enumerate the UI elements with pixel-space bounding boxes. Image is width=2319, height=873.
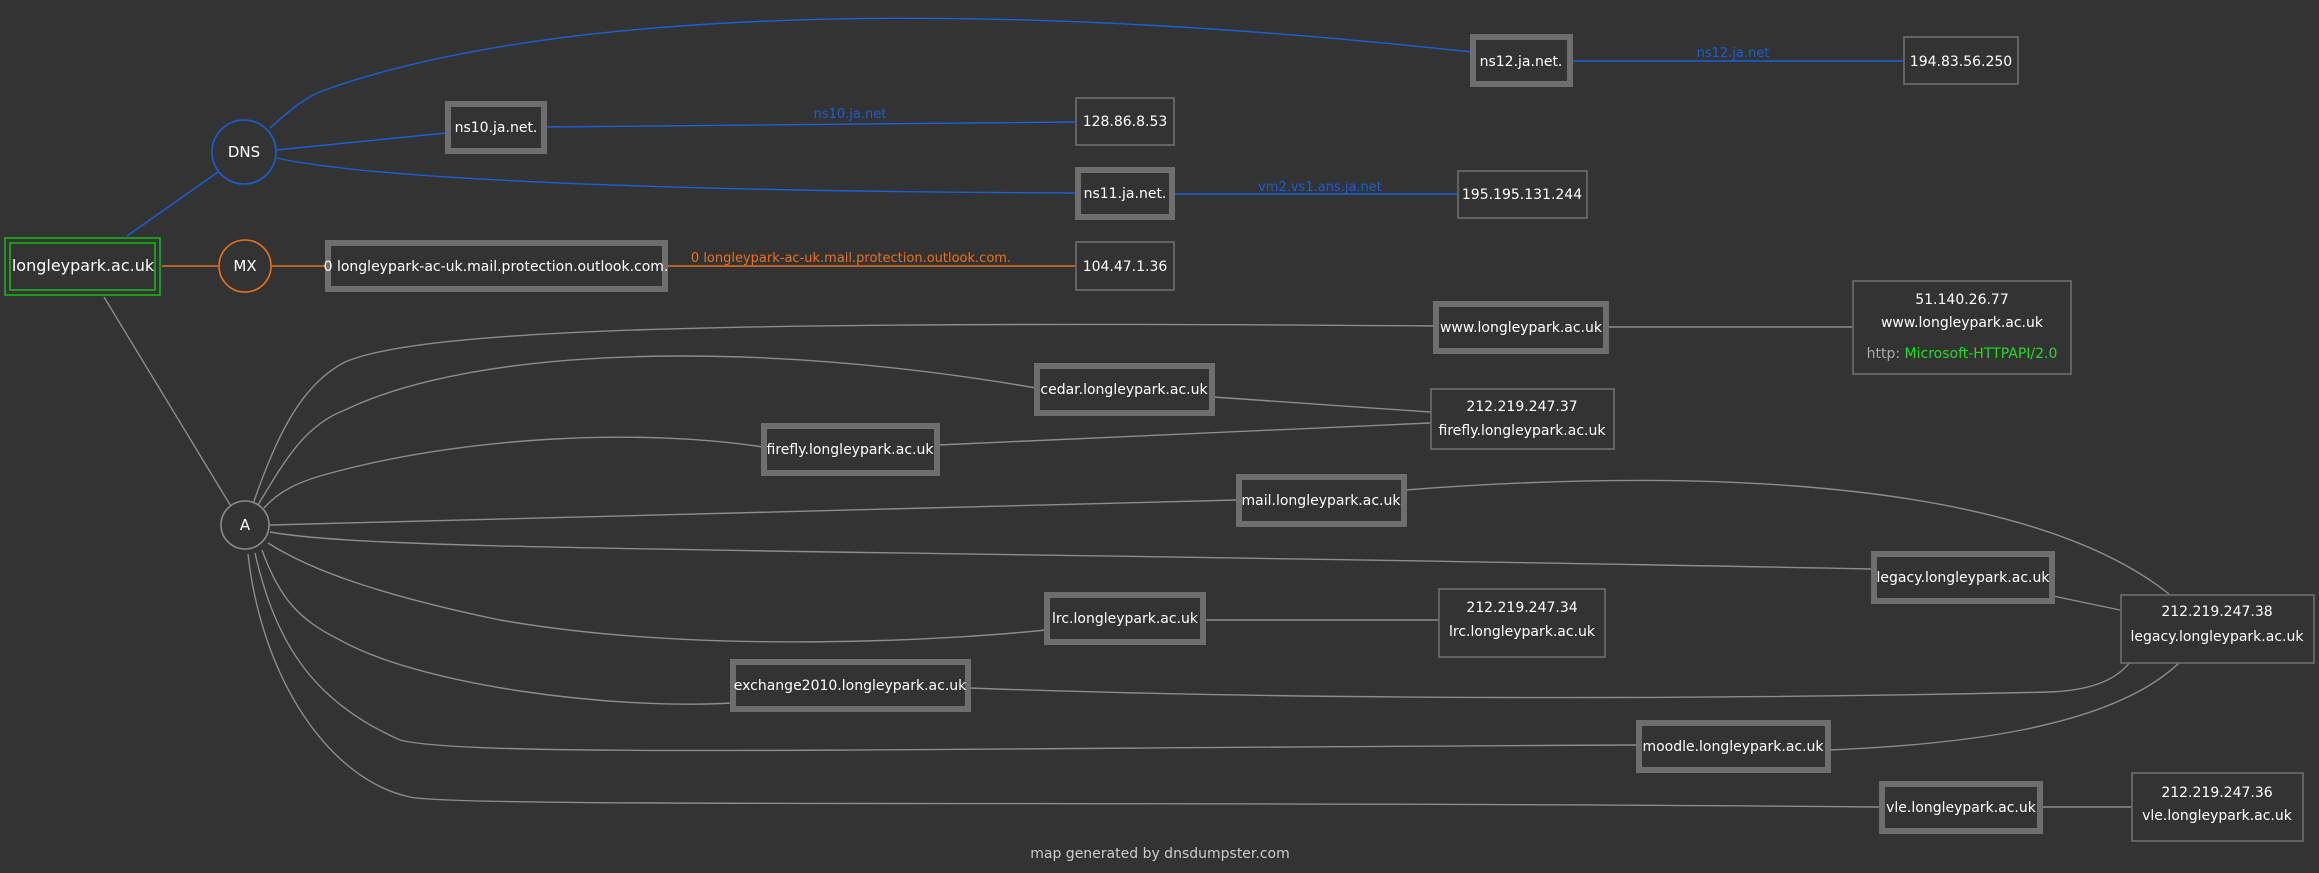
hub-mx-label: MX	[233, 257, 256, 275]
ip-ns12-label: 194.83.56.250	[1910, 54, 2012, 70]
ip-mx[interactable]: 104.47.1.36	[1075, 241, 1175, 291]
edge-root-dns	[126, 171, 219, 237]
footer-credit: map generated by dnsdumpster.com	[1030, 846, 1290, 862]
hub-a-label: A	[240, 516, 251, 534]
host-moodle-label: moodle.longleypark.ac.uk	[1642, 739, 1824, 755]
ip-ns11[interactable]: 195.195.131.244	[1457, 170, 1588, 219]
ip-ns11-label: 195.195.131.244	[1462, 187, 1582, 203]
edge-label-mx: 0 longleypark-ac-uk.mail.protection.outl…	[691, 251, 1011, 266]
host-ns12-label: ns12.ja.net.	[1480, 54, 1563, 70]
ip-box-firefly[interactable]: 212.219.247.37 firefly.longleypark.ac.uk	[1430, 388, 1615, 450]
host-www-label: www.longleypark.ac.uk	[1440, 320, 1603, 336]
edge-dns-ns11	[276, 157, 1077, 194]
hub-dns[interactable]: DNS	[211, 119, 277, 185]
edge-a-cedar	[257, 355, 1037, 506]
host-lrc-label: lrc.longleypark.ac.uk	[1052, 611, 1199, 627]
ip-box-lrc[interactable]: 212.219.247.34 lrc.longleypark.ac.uk	[1438, 588, 1606, 658]
edge-a-www	[252, 323, 1436, 505]
host-lrc[interactable]: lrc.longleypark.ac.uk	[1044, 592, 1206, 645]
hub-dns-label: DNS	[228, 143, 260, 161]
ip-box-firefly-name: firefly.longleypark.ac.uk	[1439, 423, 1607, 439]
hub-a[interactable]: A	[220, 500, 270, 550]
host-cedar-label: cedar.longleypark.ac.uk	[1040, 382, 1208, 398]
host-ns10-label: ns10.ja.net.	[455, 120, 538, 136]
ip-box-www-http: http: Microsoft-HTTPAPI/2.0	[1867, 346, 2058, 362]
host-ns11-label: ns11.ja.net.	[1084, 186, 1167, 202]
ip-box-legacy-ip: 212.219.247.38	[2161, 604, 2272, 620]
edge-root-a	[103, 296, 233, 509]
edge-a-exchange	[261, 549, 733, 705]
edge-dns-ns10	[275, 132, 447, 151]
ip-box-legacy-name: legacy.longleypark.ac.uk	[2131, 629, 2305, 645]
root-label: longleypark.ac.uk	[12, 256, 155, 275]
edge-label-ns12: ns12.ja.net	[1697, 46, 1770, 61]
edge-legacy-ip	[2052, 595, 2121, 611]
ip-box-www[interactable]: 51.140.26.77 www.longleypark.ac.uk http:…	[1852, 280, 2072, 375]
ip-ns10-label: 128.86.8.53	[1083, 114, 1168, 130]
ip-box-lrc-ip: 212.219.247.34	[1466, 600, 1577, 616]
host-vle[interactable]: vle.longleypark.ac.uk	[1879, 781, 2043, 834]
edge-a-mail	[269, 499, 1238, 526]
host-legacy[interactable]: legacy.longleypark.ac.uk	[1871, 551, 2055, 604]
edge-a-legacy	[269, 531, 1874, 570]
ip-ns12[interactable]: 194.83.56.250	[1903, 36, 2019, 85]
host-nodes: ns12.ja.net. ns10.ja.net. ns11.ja.net. 0…	[324, 34, 2055, 834]
host-ns12[interactable]: ns12.ja.net.	[1470, 34, 1573, 87]
host-mail[interactable]: mail.longleypark.ac.uk	[1236, 474, 1407, 527]
host-exchange2010-label: exchange2010.longleypark.ac.uk	[734, 678, 967, 694]
hub-mx[interactable]: MX	[218, 239, 272, 293]
host-mail-label: mail.longleypark.ac.uk	[1242, 493, 1402, 509]
edge-a-moodle	[254, 552, 1639, 752]
root-node[interactable]: longleypark.ac.uk	[4, 237, 161, 296]
host-firefly-label: firefly.longleypark.ac.uk	[767, 442, 935, 458]
host-legacy-label: legacy.longleypark.ac.uk	[1877, 570, 2051, 586]
edge-labels: ns12.ja.net ns10.ja.net vm2.vs1.ans.ja.n…	[691, 46, 1769, 266]
host-cedar[interactable]: cedar.longleypark.ac.uk	[1034, 363, 1215, 416]
ip-nodes: 194.83.56.250 128.86.8.53 195.195.131.24…	[1075, 36, 2315, 842]
host-ns11[interactable]: ns11.ja.net.	[1075, 167, 1175, 220]
ip-box-lrc-name: lrc.longleypark.ac.uk	[1449, 624, 1596, 640]
edge-exchange-ip	[968, 661, 2131, 699]
edge-a-lrc	[267, 542, 1047, 643]
ip-box-firefly-ip: 212.219.247.37	[1466, 399, 1577, 415]
edges	[103, 17, 2181, 808]
edge-ns10-ip	[545, 121, 1076, 128]
edge-a-vle	[247, 553, 1881, 808]
edge-firefly-ip	[937, 422, 1431, 446]
edge-mail-ip	[1404, 479, 2170, 595]
ip-box-vle-name: vle.longleypark.ac.uk	[2142, 808, 2293, 824]
edge-label-ns10: ns10.ja.net	[814, 107, 887, 122]
http-label: http:	[1867, 346, 1900, 362]
host-ns10[interactable]: ns10.ja.net.	[445, 101, 547, 154]
host-vle-label: vle.longleypark.ac.uk	[1886, 800, 2037, 816]
ip-box-vle[interactable]: 212.219.247.36 vle.longleypark.ac.uk	[2131, 772, 2304, 842]
http-server-value: Microsoft-HTTPAPI/2.0	[1905, 346, 2058, 362]
ip-mx-label: 104.47.1.36	[1083, 259, 1168, 275]
host-exchange2010[interactable]: exchange2010.longleypark.ac.uk	[730, 659, 971, 712]
ip-box-www-ip: 51.140.26.77	[1915, 292, 2009, 308]
edge-a-firefly	[263, 436, 764, 509]
host-mx[interactable]: 0 longleypark-ac-uk.mail.protection.outl…	[324, 240, 669, 292]
ip-ns10[interactable]: 128.86.8.53	[1075, 97, 1175, 146]
ip-box-www-name: www.longleypark.ac.uk	[1881, 315, 2044, 331]
edge-cedar-ip	[1212, 396, 1431, 413]
ip-box-legacy[interactable]: 212.219.247.38 legacy.longleypark.ac.uk	[2120, 594, 2315, 664]
host-moodle[interactable]: moodle.longleypark.ac.uk	[1636, 720, 1831, 773]
ip-box-vle-ip: 212.219.247.36	[2161, 785, 2272, 801]
host-firefly[interactable]: firefly.longleypark.ac.uk	[761, 423, 940, 476]
edge-moodle-ip	[1828, 661, 2181, 751]
host-mx-label: 0 longleypark-ac-uk.mail.protection.outl…	[324, 259, 669, 275]
edge-label-ns11: vm2.vs1.ans.ja.net	[1258, 180, 1382, 195]
edge-dns-ns12	[269, 17, 1473, 129]
host-www[interactable]: www.longleypark.ac.uk	[1433, 301, 1609, 354]
